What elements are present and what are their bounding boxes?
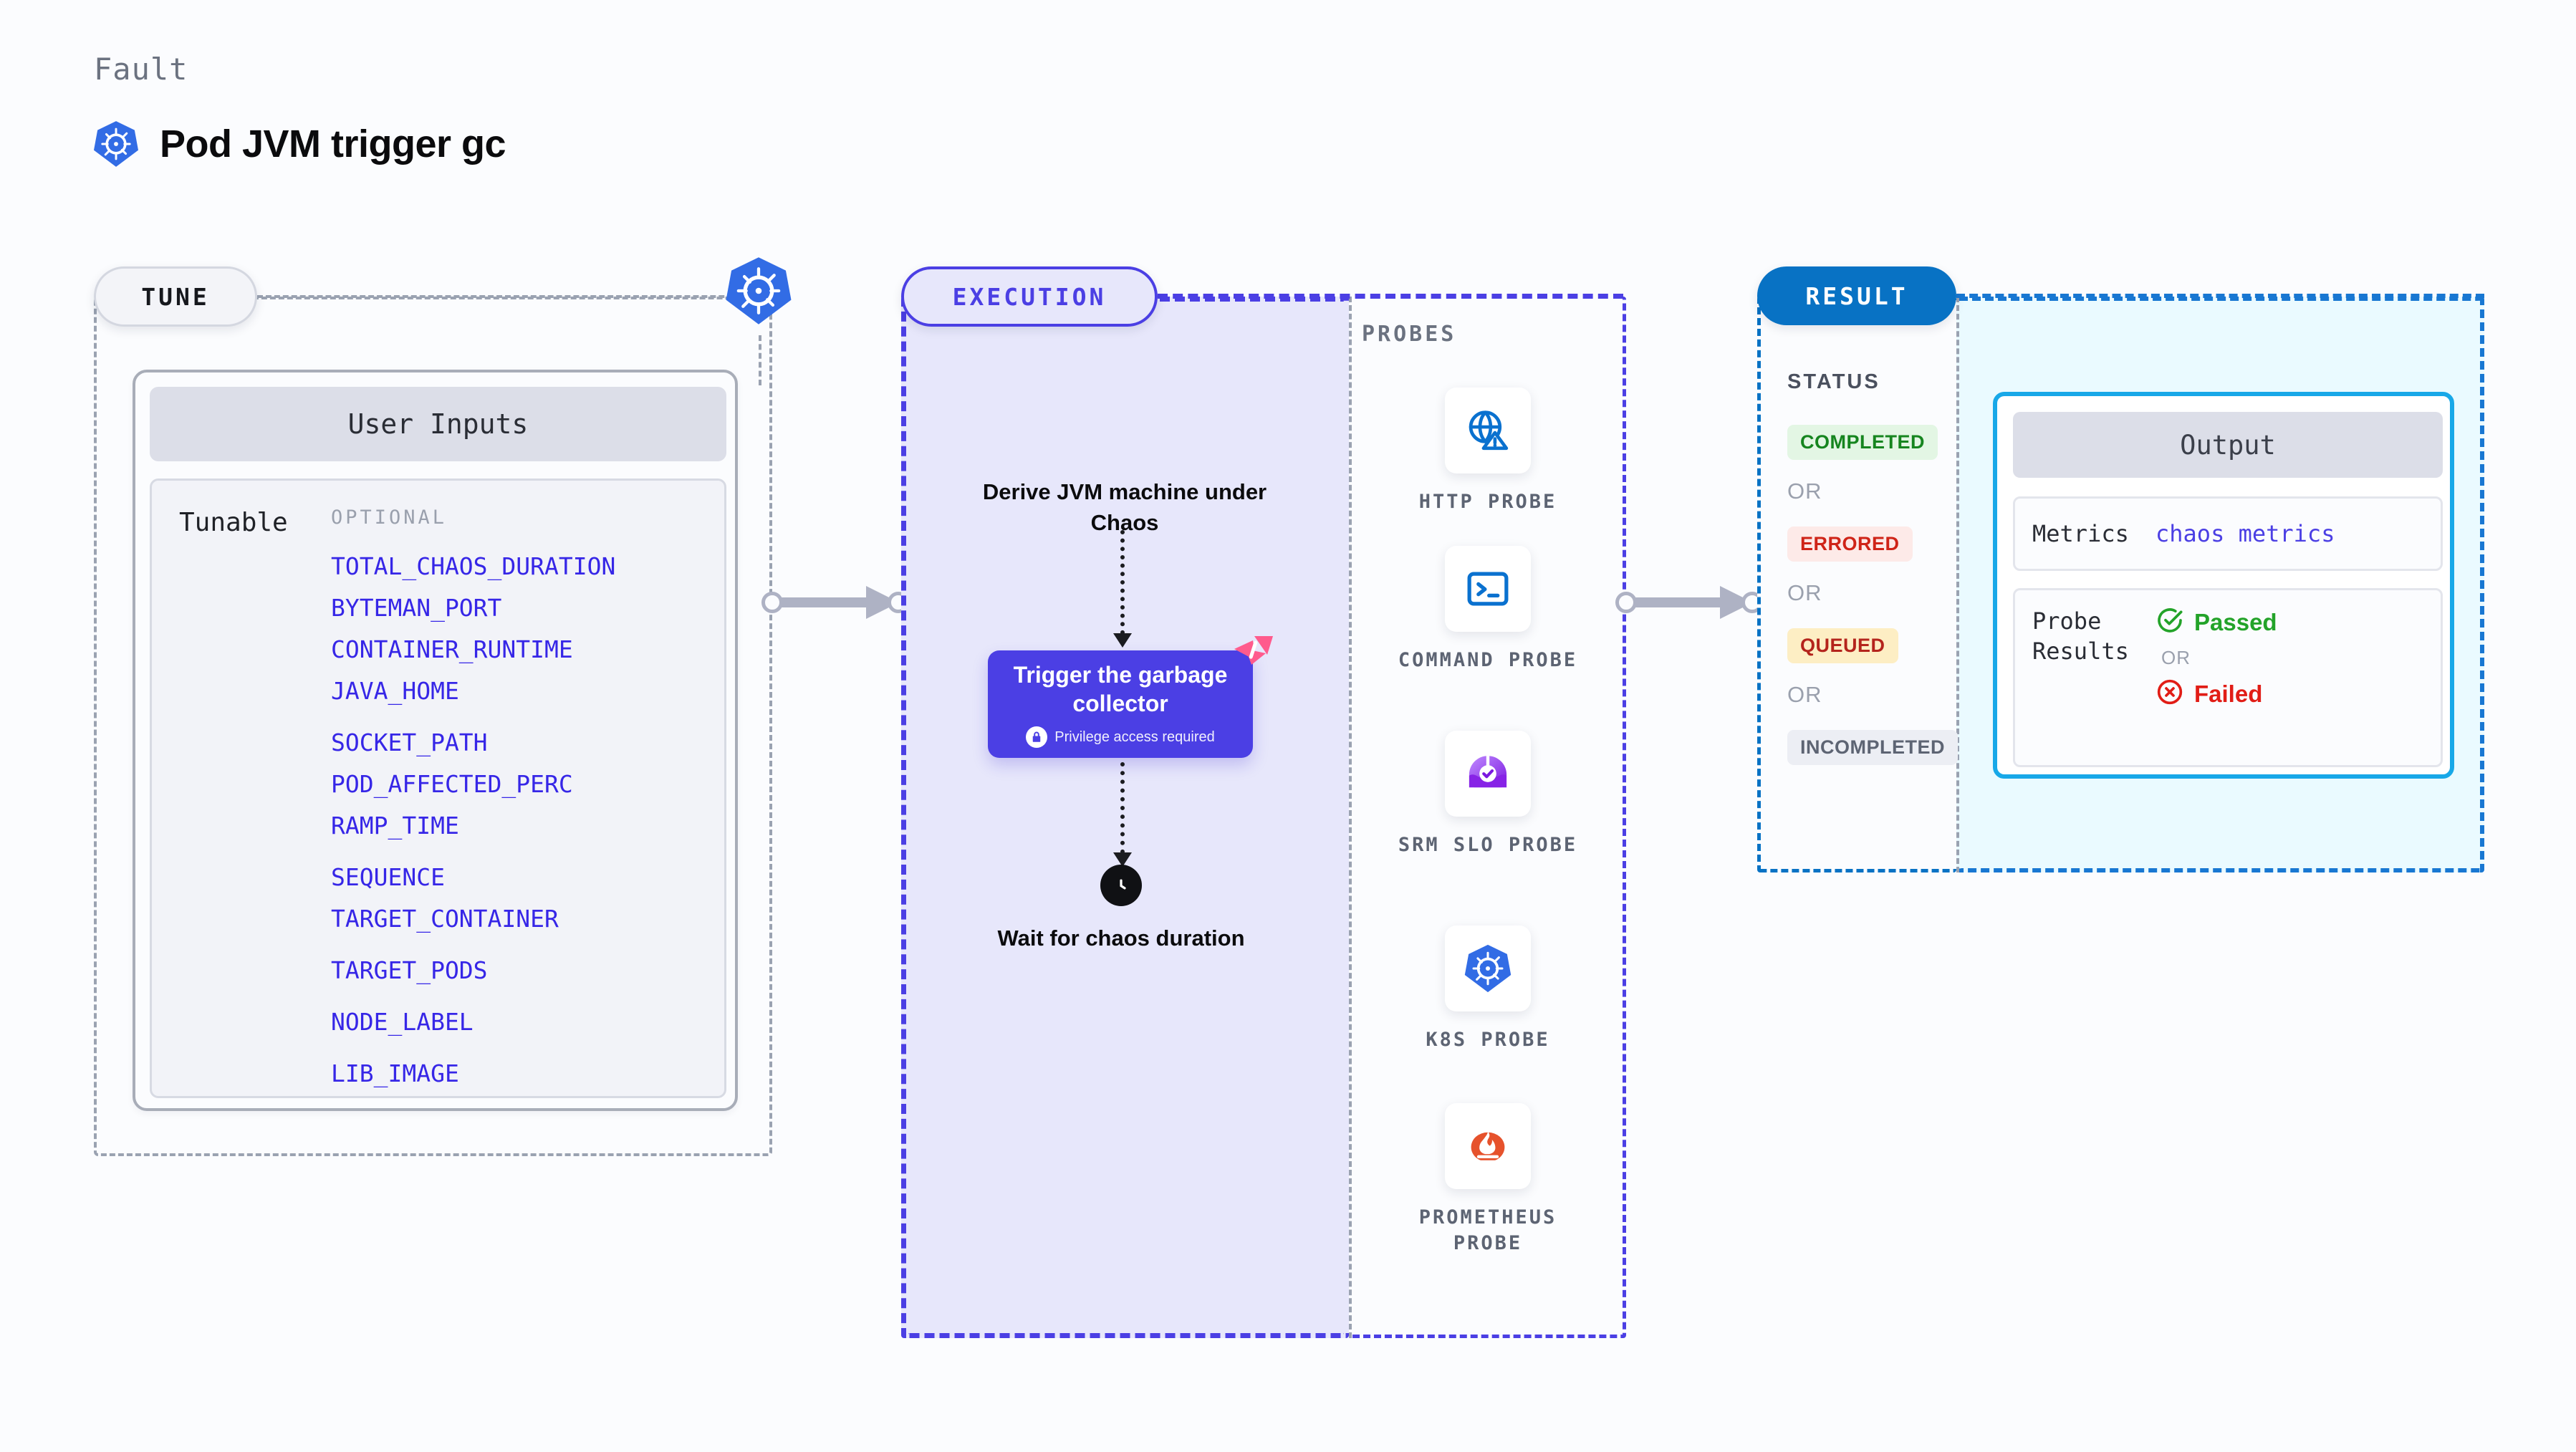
- execution-probes-divider: [1349, 297, 1352, 1338]
- harness-ribbon-icon: [1231, 633, 1276, 677]
- user-inputs-card: User Inputs Tunable OPTIONAL TOTAL_CHAOS…: [133, 370, 738, 1111]
- globe-warning-icon: [1445, 388, 1531, 473]
- kubernetes-icon: [94, 120, 138, 168]
- optional-label: OPTIONAL: [331, 506, 448, 529]
- tunable-item[interactable]: TOTAL_CHAOS_DURATION: [331, 552, 616, 580]
- execution-section-box: [901, 297, 1349, 1338]
- probe-result-passed: Passed: [2156, 606, 2277, 638]
- result-top-border: [1956, 294, 2484, 298]
- tunable-item[interactable]: POD_AFFECTED_PERC: [331, 770, 573, 798]
- probe-item-srm-slo[interactable]: SRM SLO PROBE: [1380, 731, 1595, 858]
- clock-icon: [1100, 865, 1142, 906]
- tune-section-box: [94, 297, 772, 1156]
- prometheus-icon: [1445, 1103, 1531, 1189]
- srm-slo-icon: [1445, 731, 1531, 817]
- status-badge: ERRORED: [1787, 527, 1913, 562]
- status-badge: COMPLETED: [1787, 425, 1938, 460]
- tunable-item[interactable]: RAMP_TIME: [331, 812, 459, 840]
- x-circle-icon: [2156, 678, 2184, 710]
- tune-node-stem: [759, 335, 761, 385]
- probe-label: SRM SLO PROBE: [1398, 834, 1578, 856]
- status-badge-errored: ERRORED: [1787, 527, 1913, 562]
- check-circle-icon: [2156, 606, 2184, 638]
- status-badge: QUEUED: [1787, 628, 1898, 663]
- status-badge-queued: QUEUED: [1787, 628, 1898, 663]
- execution-arrowhead-1: [1113, 633, 1132, 648]
- probes-section-label: PROBES: [1362, 322, 1457, 347]
- privilege-badge: Privilege access required: [1026, 726, 1215, 748]
- execution-step-wait-label: Wait for chaos duration: [997, 925, 1245, 951]
- status-badge-completed: COMPLETED: [1787, 425, 1938, 460]
- terminal-icon: [1445, 546, 1531, 632]
- output-metrics-key: Metrics: [2032, 520, 2129, 547]
- execution-top-border: [1158, 294, 1623, 299]
- kubernetes-icon: [1445, 925, 1531, 1011]
- execution-connector-1: [1120, 530, 1125, 635]
- tunable-item[interactable]: NODE_LABEL: [331, 1008, 474, 1036]
- tunable-item[interactable]: SOCKET_PATH: [331, 729, 488, 756]
- probe-result-or: OR: [2161, 647, 2191, 668]
- privilege-badge-label: Privilege access required: [1054, 729, 1215, 745]
- status-or-3: OR: [1787, 682, 1822, 707]
- probe-label: K8S PROBE: [1426, 1029, 1550, 1051]
- tunable-item[interactable]: SEQUENCE: [331, 863, 445, 891]
- probe-result-passed-label: Passed: [2194, 608, 2277, 635]
- tune-kubernetes-icon: [726, 256, 792, 329]
- result-pill[interactable]: RESULT: [1757, 266, 1956, 325]
- lock-icon: [1026, 726, 1048, 748]
- probe-label: PROMETHEUS PROBE: [1418, 1206, 1557, 1254]
- execution-step-wait-clock: [1100, 865, 1142, 906]
- tunable-item[interactable]: TARGET_CONTAINER: [331, 905, 559, 933]
- tunable-list: TOTAL_CHAOS_DURATION BYTEMAN_PORT CONTAI…: [331, 546, 724, 1095]
- tunable-item[interactable]: BYTEMAN_PORT: [331, 594, 502, 622]
- arrow-execution-to-result: [1615, 586, 1763, 619]
- status-badge: INCOMPLETED: [1787, 730, 1959, 765]
- tunable-item[interactable]: JAVA_HOME: [331, 677, 459, 705]
- execution-arrowhead-2: [1113, 852, 1132, 867]
- page-eyebrow: Fault: [94, 52, 188, 87]
- tunable-row-label: Tunable: [179, 508, 288, 537]
- probe-result-failed-label: Failed: [2194, 680, 2263, 707]
- probe-label: COMMAND PROBE: [1398, 649, 1578, 671]
- tunable-item[interactable]: LIB_IMAGE: [331, 1059, 459, 1087]
- execution-step-trigger-gc-card[interactable]: Trigger the garbage collector Privilege …: [988, 636, 1273, 758]
- probe-item-http[interactable]: HTTP PROBE: [1380, 388, 1595, 515]
- status-or-2: OR: [1787, 580, 1822, 605]
- status-section-label: STATUS: [1787, 370, 1880, 393]
- probe-result-failed: Failed: [2156, 678, 2277, 710]
- result-status-box: [1757, 297, 1956, 872]
- status-badge-incompleted: INCOMPLETED: [1787, 730, 1959, 765]
- arrow-tune-to-execution: [761, 586, 909, 619]
- tunable-item[interactable]: CONTAINER_RUNTIME: [331, 635, 573, 663]
- output-metrics-row: Metrics chaos metrics: [2013, 496, 2443, 571]
- probe-item-command[interactable]: COMMAND PROBE: [1380, 546, 1595, 673]
- user-inputs-body: Tunable OPTIONAL TOTAL_CHAOS_DURATION BY…: [150, 479, 726, 1098]
- execution-pill[interactable]: EXECUTION: [901, 266, 1158, 327]
- execution-step-trigger-gc-label: Trigger the garbage collector: [1013, 662, 1228, 716]
- page-title: Pod JVM trigger gc: [160, 122, 506, 165]
- probe-item-prometheus[interactable]: PROMETHEUS PROBE: [1380, 1103, 1595, 1256]
- probe-label: HTTP PROBE: [1418, 491, 1557, 513]
- status-or-1: OR: [1787, 479, 1822, 504]
- status-output-divider: [1956, 297, 1959, 872]
- page-title-row: Pod JVM trigger gc: [94, 120, 506, 168]
- probe-item-k8s[interactable]: K8S PROBE: [1380, 925, 1595, 1053]
- output-title: Output: [2013, 412, 2443, 478]
- tune-pill[interactable]: TUNE: [94, 266, 257, 327]
- tunable-item[interactable]: TARGET_PODS: [331, 956, 488, 984]
- output-metrics-value[interactable]: chaos metrics: [2156, 520, 2335, 547]
- user-inputs-title: User Inputs: [150, 387, 726, 461]
- execution-connector-2: [1120, 762, 1125, 854]
- execution-step-derive: Derive JVM machine under Chaos: [982, 479, 1267, 535]
